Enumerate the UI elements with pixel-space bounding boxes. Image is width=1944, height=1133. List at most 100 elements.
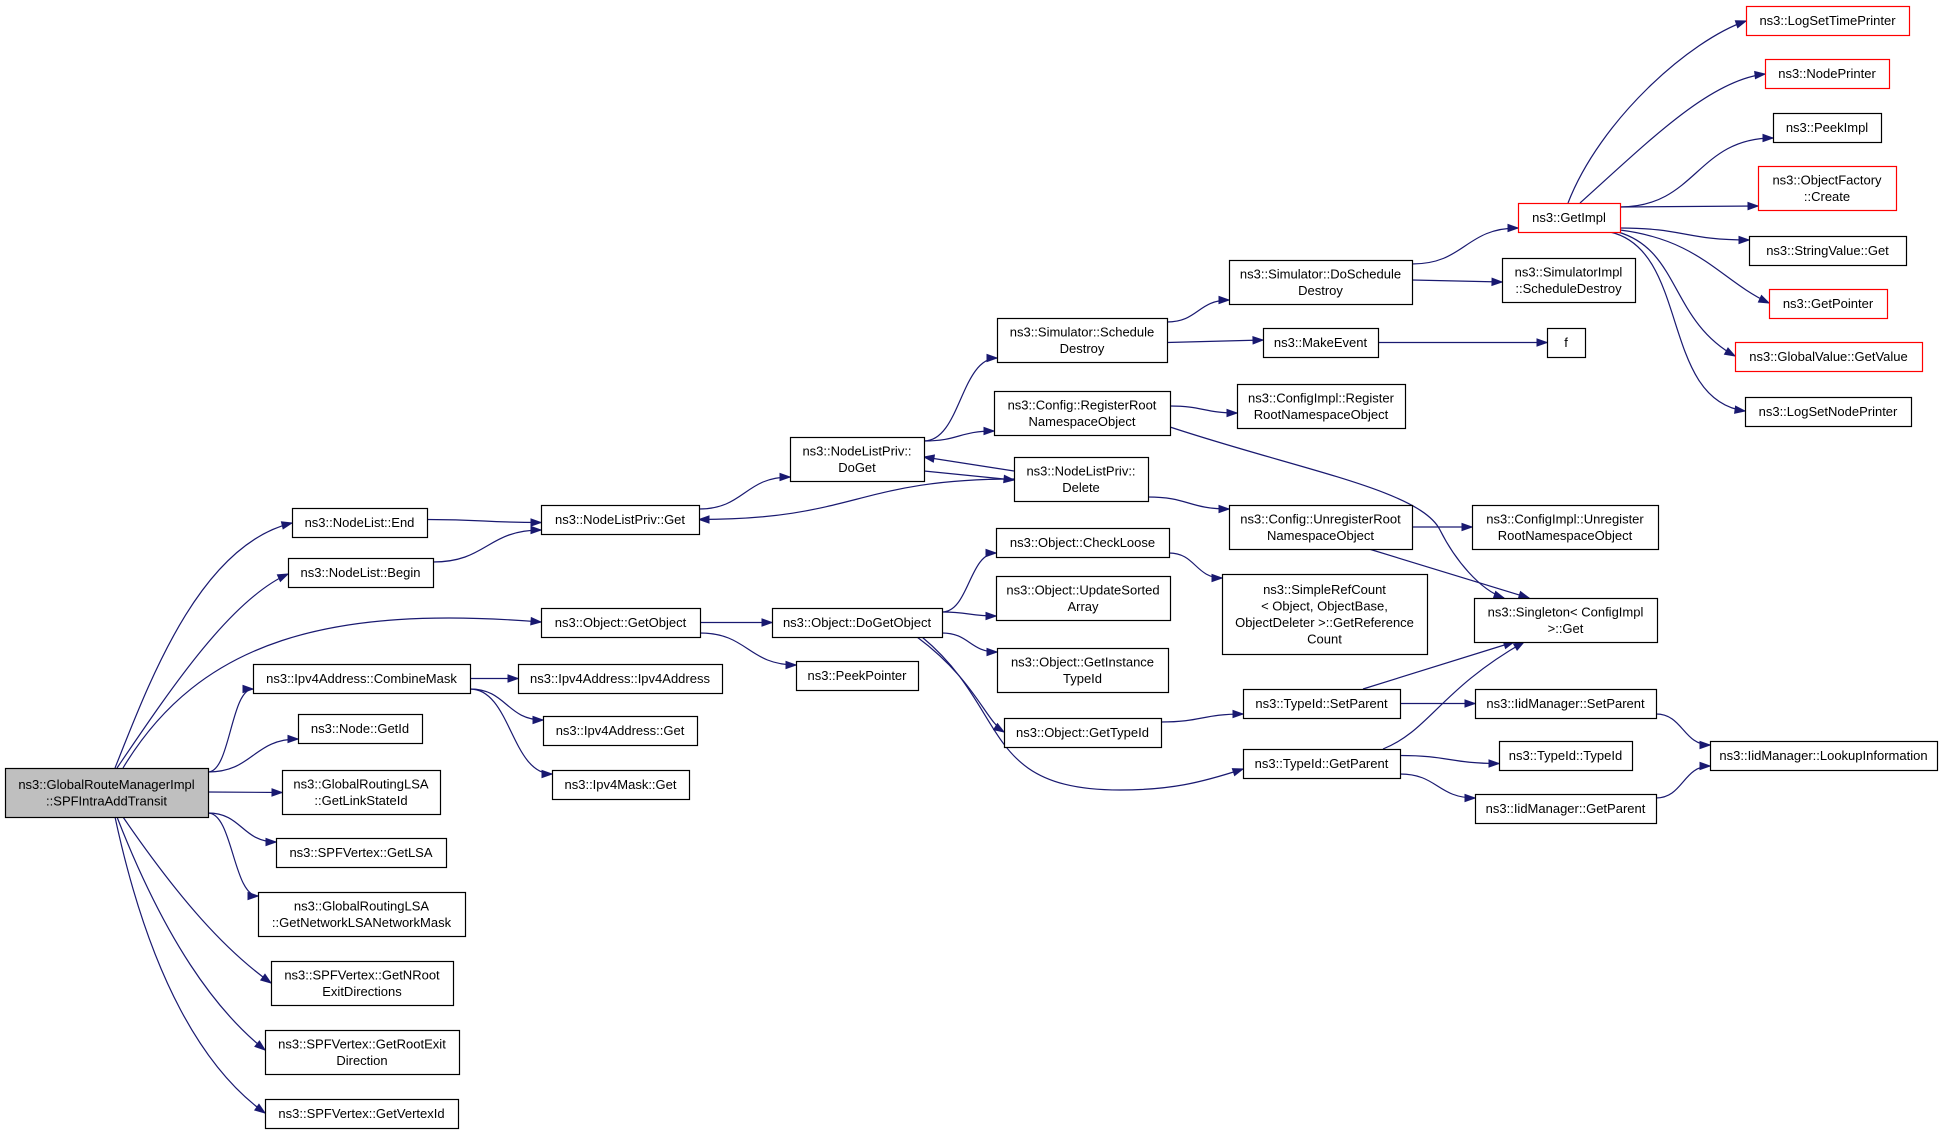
function-node[interactable]: ns3::TypeId::SetParent — [1242, 688, 1402, 720]
function-node[interactable]: ns3::SPFVertex::GetVertexId — [264, 1098, 460, 1130]
call-edge — [921, 636, 1245, 791]
node-label: ns3::LogSetTimePrinter — [1759, 13, 1896, 28]
arrow-head-icon — [271, 788, 284, 797]
node-label: ns3::Ipv4Address::Ipv4Address — [530, 671, 710, 686]
function-node[interactable]: ns3::GetPointer — [1768, 288, 1889, 320]
node-label: ::GetLinkStateId — [314, 793, 407, 808]
function-node[interactable]: ns3::GetImpl — [1517, 202, 1622, 234]
function-node[interactable]: ns3::Node::GetId — [297, 713, 424, 745]
call-edge — [1412, 522, 1474, 532]
function-node[interactable]: ns3::IidManager::LookupInformation — [1709, 740, 1939, 772]
node-box — [270, 960, 455, 1007]
arrow-head-icon — [1734, 405, 1747, 414]
node-box — [540, 607, 702, 639]
function-node[interactable]: ns3::NodeListPriv::Get — [540, 504, 701, 536]
function-node[interactable]: ns3::SPFVertex::GetLSA — [275, 837, 448, 869]
function-node[interactable]: ns3::NodeList::Begin — [287, 557, 435, 589]
call-edge — [122, 816, 273, 984]
function-node[interactable]: ns3::LogSetNodePrinter — [1744, 396, 1913, 428]
function-node[interactable]: ns3::Ipv4Address::Ipv4Address — [517, 663, 724, 695]
arrow-head-icon — [254, 1040, 267, 1051]
node-box — [287, 557, 435, 589]
function-node[interactable]: ns3::PeekPointer — [795, 660, 920, 692]
function-node[interactable]: ns3::Simulator::ScheduleDestroy — [996, 317, 1169, 364]
function-node[interactable]: ns3::LogSetTimePrinter — [1745, 5, 1911, 37]
function-node[interactable]: ns3::NodeListPriv::DoGet — [789, 436, 926, 483]
function-node[interactable]: ns3::GlobalValue::GetValue — [1734, 341, 1924, 373]
function-node[interactable]: ns3::Object::GetObject — [540, 607, 702, 639]
function-node[interactable]: f — [1546, 327, 1587, 359]
call-edge — [1609, 231, 1747, 414]
node-label: ObjectDeleter >::GetReference — [1235, 615, 1414, 630]
function-node[interactable]: ns3::ObjectFactory::Create — [1757, 165, 1898, 212]
node-label: ns3::GlobalRouteManagerImpl — [18, 777, 194, 792]
arrow-head-icon — [1738, 235, 1751, 245]
function-node[interactable]: ns3::ConfigImpl::RegisterRootNamespaceOb… — [1236, 383, 1407, 430]
node-label: NamespaceObject — [1267, 528, 1374, 543]
function-node[interactable]: ns3::Object::GetTypeId — [1003, 717, 1163, 749]
arrow-head-icon — [276, 573, 290, 583]
call-edge — [114, 816, 267, 1114]
function-node[interactable]: ns3::NodeList::End — [291, 507, 429, 539]
node-box — [275, 837, 448, 869]
function-node[interactable]: ns3::StringValue::Get — [1748, 235, 1908, 267]
function-node[interactable]: ns3::TypeId::TypeId — [1498, 740, 1634, 772]
function-node[interactable]: ns3::NodeListPriv::Delete — [1013, 456, 1150, 503]
node-box — [257, 891, 467, 938]
function-node[interactable]: ns3::TypeId::GetParent — [1242, 748, 1402, 780]
root-function-node[interactable]: ns3::GlobalRouteManagerImpl::SPFIntraAdd… — [4, 767, 210, 819]
node-box — [1772, 112, 1883, 144]
node-box — [993, 390, 1172, 437]
node-box — [4, 767, 210, 819]
node-label: ExitDirections — [322, 984, 402, 999]
call-edge — [916, 636, 1006, 733]
node-box — [1228, 504, 1414, 551]
call-edge — [1619, 133, 1775, 208]
function-node[interactable]: ns3::Config::UnregisterRootNamespaceObje… — [1228, 504, 1414, 551]
edge-line — [1617, 231, 1736, 357]
node-label: Array — [1067, 599, 1099, 614]
function-node[interactable]: ns3::SimulatorImpl::ScheduleDestroy — [1501, 257, 1637, 304]
node-box — [1221, 573, 1429, 656]
arrow-head-icon — [983, 426, 996, 436]
call-edge — [1169, 405, 1239, 418]
node-label: ns3::Ipv4Mask::Get — [565, 777, 677, 792]
function-node[interactable]: ns3::PeekImpl — [1772, 112, 1883, 144]
function-node[interactable]: ns3::Object::DoGetObject — [771, 607, 944, 639]
node-label: ::GetNetworkLSANetworkMask — [272, 915, 452, 930]
function-node[interactable]: ns3::SimpleRefCount< Object, ObjectBase,… — [1221, 573, 1429, 656]
function-node[interactable]: ns3::NodePrinter — [1764, 58, 1891, 90]
function-node[interactable]: ns3::Ipv4Mask::Get — [551, 769, 691, 801]
node-label: ns3::IidManager::GetParent — [1486, 801, 1646, 816]
node-box — [551, 769, 691, 801]
function-node[interactable]: ns3::ConfigImpl::UnregisterRootNamespace… — [1471, 504, 1660, 551]
node-label: ns3::SimpleRefCount — [1263, 582, 1386, 597]
function-node[interactable]: ns3::Ipv4Address::Get — [542, 715, 699, 747]
arrow-head-icon — [1218, 295, 1231, 305]
arrow-head-icon — [986, 647, 999, 657]
function-node[interactable]: ns3::Ipv4Address::CombineMask — [252, 663, 472, 695]
function-node[interactable]: ns3::IidManager::GetParent — [1474, 793, 1658, 825]
node-box — [995, 575, 1172, 622]
function-node[interactable]: ns3::Object::CheckLoose — [995, 527, 1171, 559]
function-node[interactable]: ns3::IidManager::SetParent — [1474, 688, 1658, 720]
edge-line — [921, 636, 1244, 791]
edge-line — [122, 617, 542, 769]
arrow-head-icon — [1517, 590, 1531, 600]
arrow-head-icon — [1488, 759, 1501, 768]
function-node[interactable]: ns3::Singleton< ConfigImpl>::Get — [1473, 597, 1659, 644]
function-node[interactable]: ns3::GlobalRoutingLSA::GetLinkStateId — [281, 769, 442, 816]
arrow-head-icon — [985, 548, 998, 558]
call-edge — [1399, 773, 1477, 803]
function-node[interactable]: ns3::MakeEvent — [1262, 327, 1380, 359]
node-box — [1242, 688, 1402, 720]
node-label: ns3::NodeList::End — [305, 515, 415, 530]
function-node[interactable]: ns3::GlobalRoutingLSA::GetNetworkLSANetw… — [257, 891, 467, 938]
node-box — [517, 663, 724, 695]
